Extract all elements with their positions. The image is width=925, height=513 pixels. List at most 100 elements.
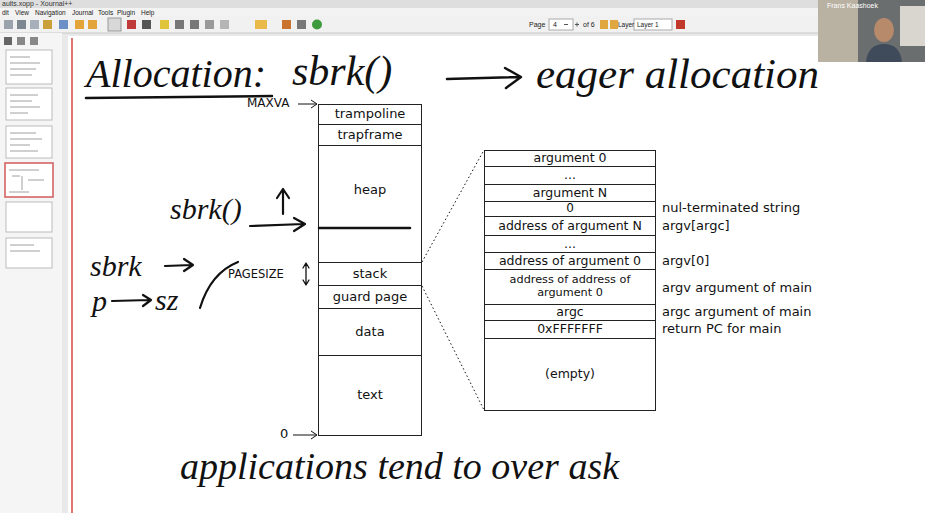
tool-icon — [88, 20, 97, 29]
address-label: MAXVA — [247, 97, 289, 110]
annotation: nul-terminated string — [662, 201, 800, 215]
menu-item: Plugin — [117, 9, 135, 16]
memory-region: data — [318, 308, 422, 356]
arrow-stroke — [112, 295, 151, 306]
address-arrow — [293, 431, 317, 439]
stack-row: ... — [484, 166, 656, 185]
tool-icon — [30, 20, 39, 29]
annotation: return PC for main — [662, 322, 781, 336]
menu-item: Help — [141, 9, 154, 16]
tool-icon — [600, 20, 608, 29]
tool-icon — [127, 20, 136, 29]
menu-bar — [0, 8, 925, 16]
tool-icon — [255, 20, 267, 29]
toolbar-border — [0, 33, 925, 34]
node-text: trapframe — [334, 128, 405, 143]
tool-icon — [175, 20, 184, 29]
page-thumbnail — [6, 238, 52, 268]
handwritten-note: applications tend to over ask — [180, 446, 619, 488]
memory-region: guard page — [318, 285, 422, 309]
address-arrow — [298, 100, 317, 108]
node-text: argument N — [530, 186, 610, 200]
arrow-stroke — [250, 218, 305, 231]
arrow-stroke — [277, 189, 289, 214]
stack-row: ... — [484, 235, 656, 253]
handwritten-note: sbrk — [90, 249, 142, 282]
toolbar-label: Page — [529, 21, 545, 29]
memory-region: heap — [318, 145, 422, 263]
node-text: guard page — [330, 290, 410, 305]
toolbar-label: of 6 — [583, 21, 595, 29]
annotation: argc argument of main — [662, 305, 811, 319]
webcam-view — [818, 0, 925, 62]
sidebar-icon — [17, 37, 25, 45]
stack-row: 0 — [484, 201, 656, 217]
tool-icon — [75, 20, 84, 29]
layer-dropdown — [634, 19, 672, 30]
layer-name: Layer 1 — [637, 21, 659, 28]
layout-illustration — [293, 100, 484, 439]
webcam-background — [818, 0, 858, 62]
annotation: argv[argc] — [662, 219, 730, 233]
tool-icon — [312, 20, 322, 30]
stack-row: address of argument 0 — [484, 252, 656, 270]
tool-icon — [220, 20, 229, 29]
stack-row: address of address of argument 0 — [484, 269, 656, 305]
thumbnail-scribble — [9, 170, 44, 192]
node-text: ... — [561, 168, 579, 182]
page-thumbnail — [6, 126, 52, 158]
stack-row: (empty) — [484, 338, 656, 411]
menu-item: Journal — [72, 9, 93, 16]
toolbar — [0, 16, 925, 33]
tool-icon — [676, 20, 685, 29]
node-text: address of argument 0 — [496, 254, 644, 268]
handwritten-note: Allocation: — [86, 52, 266, 96]
handwritten-note: sbrk() — [292, 48, 392, 94]
tool-icon — [205, 20, 214, 29]
webcam-window — [900, 6, 925, 46]
stack-row: argc — [484, 304, 656, 321]
node-text: trampoline — [332, 107, 409, 122]
handwritten-note: sz — [155, 283, 178, 316]
tool-icon — [282, 20, 291, 29]
toolbar-label: Layer — [618, 21, 634, 28]
tool-icon — [610, 20, 618, 29]
node-text: heap — [351, 183, 389, 198]
node-text: ... — [561, 237, 579, 251]
node-text: text — [354, 388, 386, 403]
tool-icon — [190, 20, 199, 29]
menu-item: View — [15, 9, 29, 16]
page-sheet — [68, 36, 925, 513]
memory-region: text — [318, 355, 422, 436]
handwritten-note: p — [92, 284, 107, 317]
menu-item: dit — [2, 9, 9, 16]
page-thumbnail-active — [5, 163, 53, 197]
heap-break-stroke — [319, 227, 410, 230]
plus-icon — [577, 23, 578, 27]
tool-icon — [43, 20, 52, 29]
page-number-field — [549, 19, 573, 30]
thumbnail-scribble — [10, 245, 40, 251]
node-text: address of argument N — [495, 219, 645, 233]
sidebar-icon — [4, 37, 12, 45]
sidebar — [0, 33, 62, 513]
tool-icon — [17, 20, 26, 29]
tool-icon — [160, 20, 169, 29]
zoom-leader-line — [422, 150, 484, 262]
sidebar-icon — [30, 37, 38, 45]
node-text: stack — [350, 267, 391, 282]
thumbnail-scribble — [10, 95, 40, 113]
node-text: argc — [553, 305, 586, 319]
page-thumbnails — [5, 50, 53, 268]
tool-icon — [59, 20, 68, 29]
arrow-stroke — [165, 259, 193, 271]
node-text: argument 0 — [530, 151, 609, 165]
memory-region: trapframe — [318, 124, 422, 146]
memory-region: trampoline — [318, 104, 422, 125]
tool-icon — [142, 20, 151, 29]
stack-row: argument 0 — [484, 150, 656, 167]
page-thumbnail — [6, 88, 52, 120]
memory-region: stack — [318, 262, 422, 286]
